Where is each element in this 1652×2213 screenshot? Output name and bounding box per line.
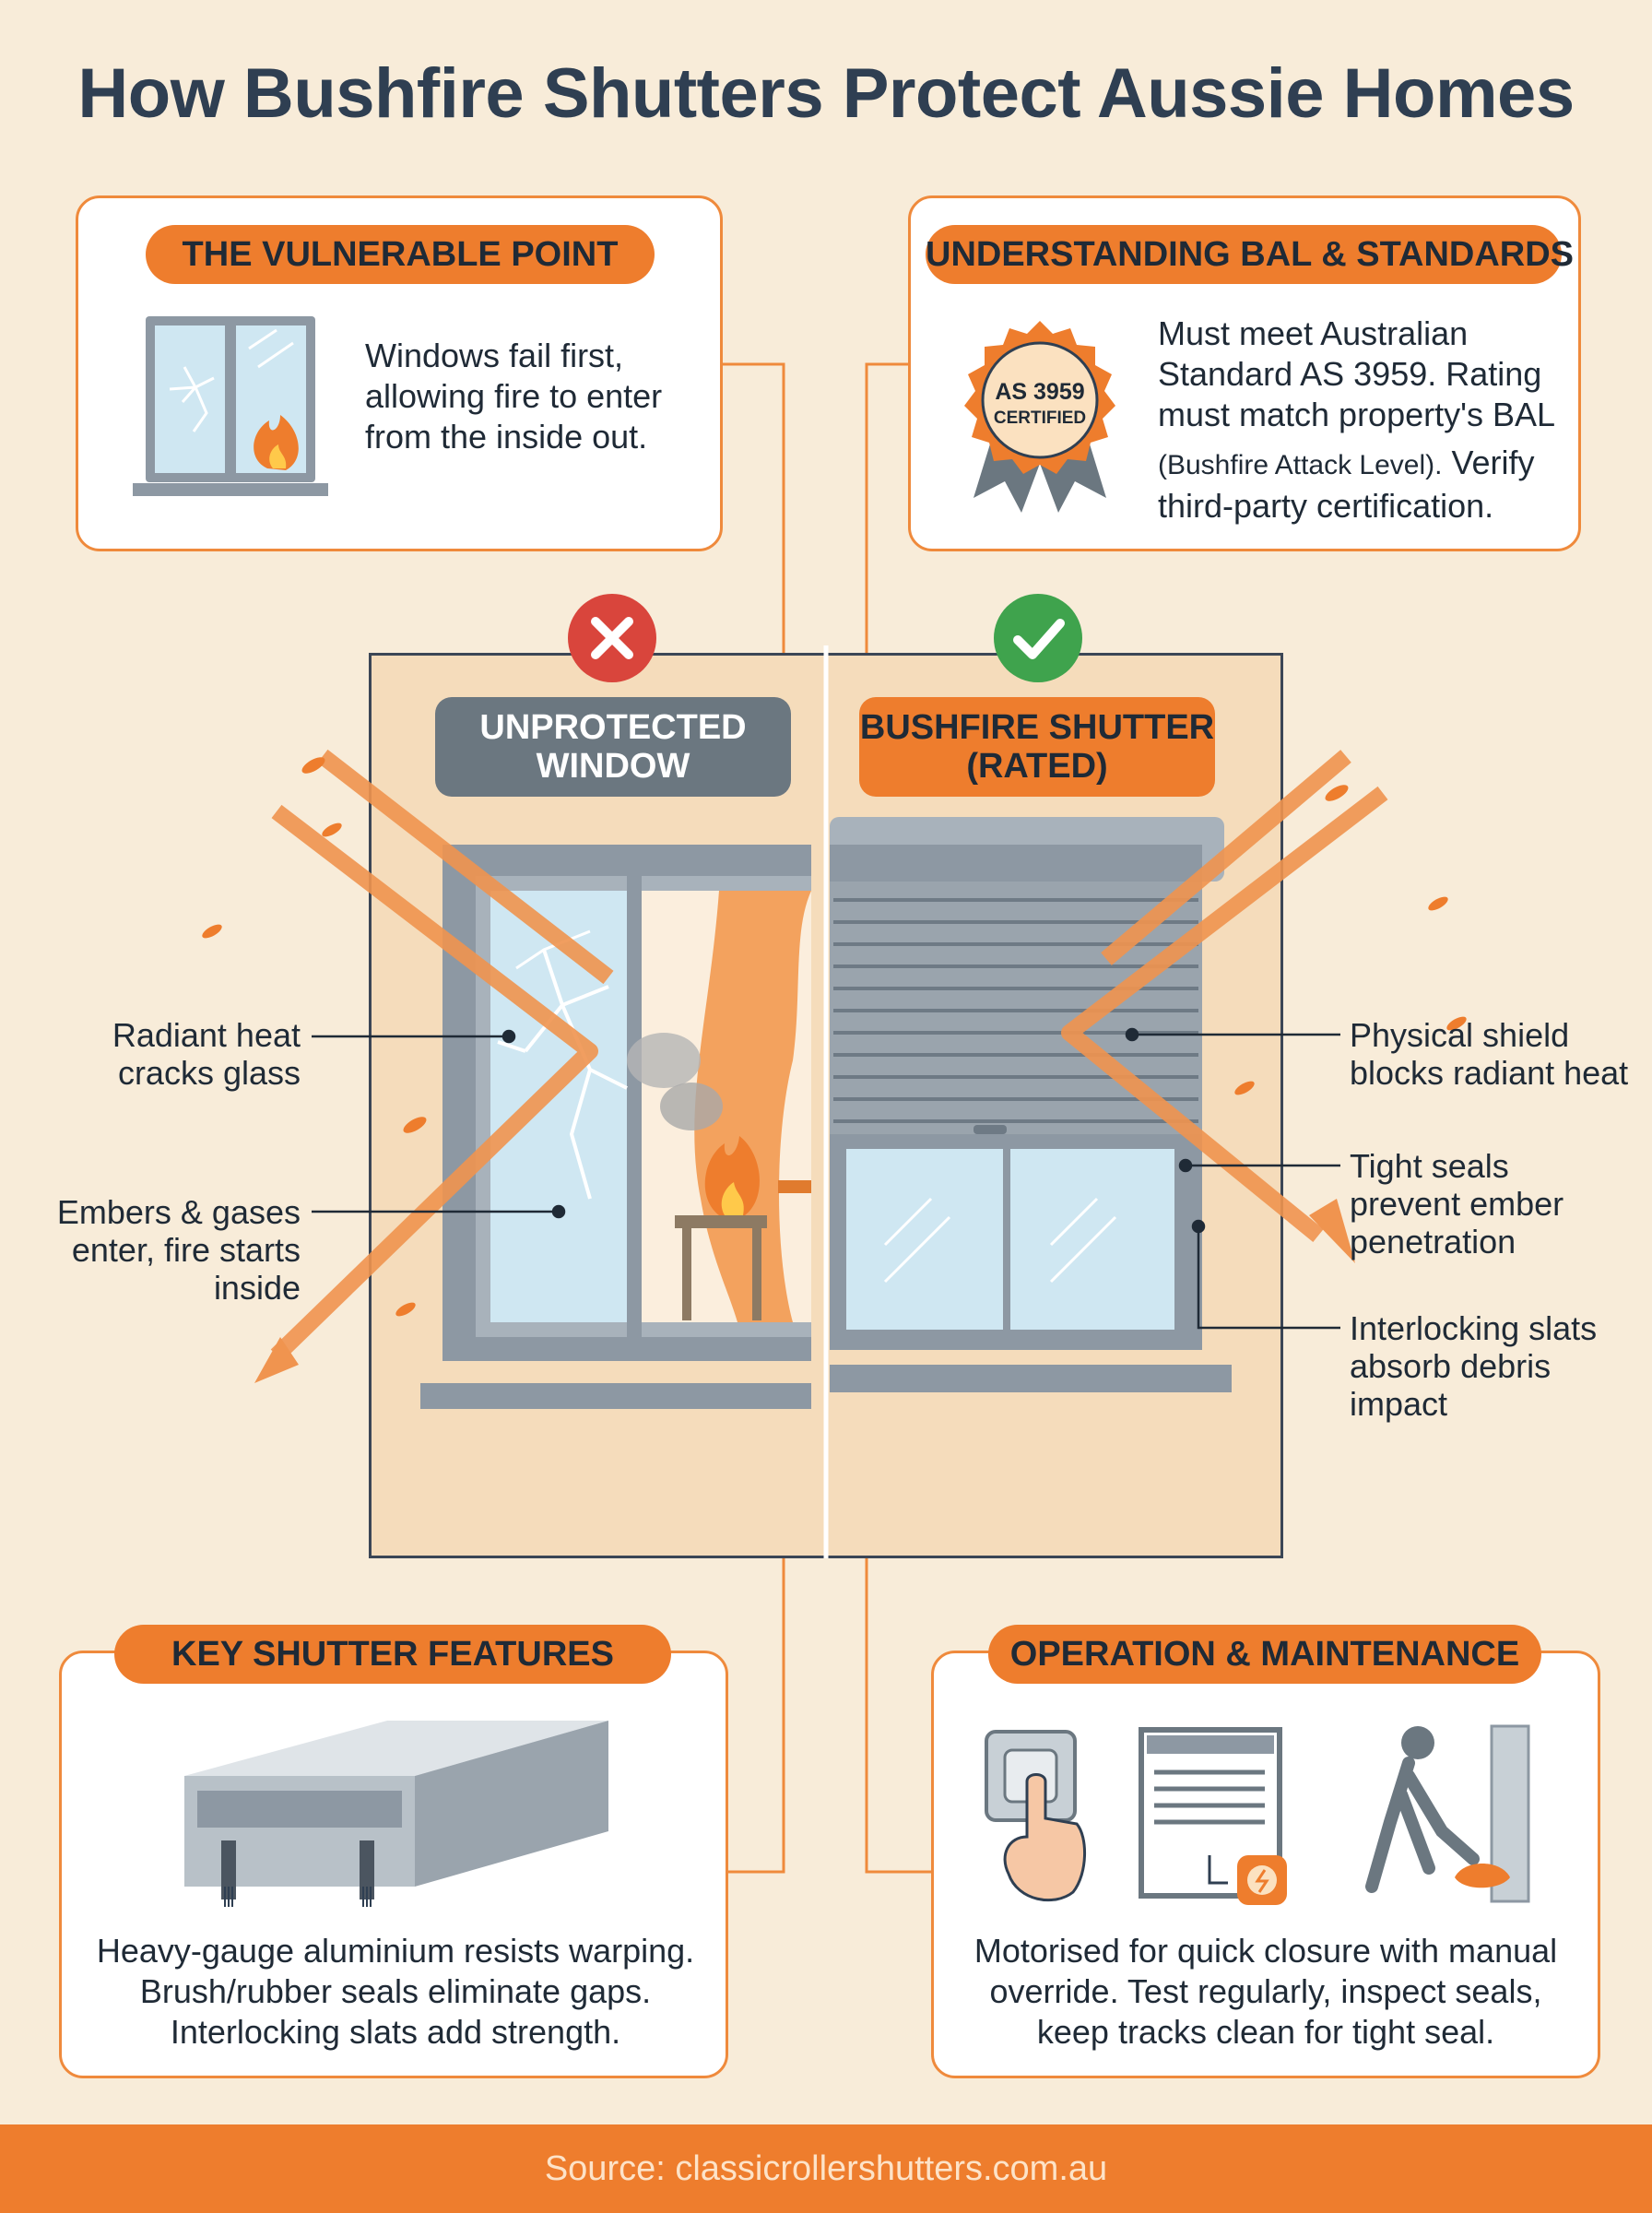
cross-icon	[568, 594, 656, 682]
standards-text-line-5: third-party certification.	[1158, 487, 1494, 525]
standards-text: Must meet Australian Standard AS 3959. R…	[1158, 314, 1564, 527]
unprotected-window-label: UNPROTECTED WINDOW	[435, 697, 791, 797]
features-line-1: Heavy-gauge aluminium resists warping.	[96, 1932, 695, 1970]
interlocking-line-3: impact	[1350, 1385, 1448, 1423]
vulnerable-point-text: Windows fail first, allowing fire to ent…	[365, 336, 697, 457]
operation-line-1: Motorised for quick closure with manual	[974, 1932, 1558, 1970]
embers-line-2: enter, fire starts	[71, 1231, 301, 1269]
unprotected-label-line-1: UNPROTECTED	[479, 708, 747, 747]
tight-seals-line-1: Tight seals	[1350, 1147, 1509, 1185]
standards-text-line-2: Standard AS 3959. Rating	[1158, 355, 1542, 393]
vulnerable-point-heading: THE VULNERABLE POINT	[146, 225, 655, 284]
radiant-heat-callout: Radiant heat cracks glass	[55, 1016, 301, 1092]
source-footer: Source: classicrollershutters.com.au	[0, 2124, 1652, 2213]
comparison-divider	[823, 645, 829, 1558]
standards-text-line-3: must match property's BAL	[1158, 396, 1556, 433]
operation-text: Motorised for quick closure with manual …	[950, 1931, 1582, 2053]
radiant-heat-line-2: cracks glass	[117, 1054, 301, 1092]
embers-line-3: inside	[213, 1269, 301, 1307]
wall-switch-icon	[985, 1730, 1086, 1902]
tight-seals-line-3: penetration	[1350, 1223, 1516, 1260]
physical-shield-line-1: Physical shield	[1350, 1016, 1570, 1054]
aluminium-profile-icon	[184, 1721, 608, 1907]
unprotected-window-illustration	[420, 845, 811, 1409]
operation-line-2: override. Test regularly, inspect seals,	[989, 1972, 1542, 2010]
shutter-label-line-2: (RATED)	[966, 747, 1108, 786]
physical-shield-callout: Physical shield blocks radiant heat	[1350, 1016, 1645, 1092]
unprotected-label-line-2: WINDOW	[536, 747, 690, 786]
interlocking-slats-callout: Interlocking slats absorb debris impact	[1350, 1309, 1645, 1423]
standards-heading: UNDERSTANDING BAL & STANDARDS	[926, 225, 1574, 284]
badge-line-2: CERTIFIED	[994, 408, 1086, 428]
motorised-shutter-icon	[1139, 1727, 1287, 1905]
standards-text-small: (Bushfire Attack Level).	[1158, 450, 1443, 480]
shutter-label-line-1: BUSHFIRE SHUTTER	[859, 708, 1215, 747]
embers-callout: Embers & gases enter, fire starts inside	[28, 1193, 301, 1307]
physical-shield-line-2: blocks radiant heat	[1350, 1054, 1629, 1092]
operation-heading: OPERATION & MAINTENANCE	[988, 1625, 1541, 1684]
radiant-heat-line-1: Radiant heat	[112, 1016, 301, 1054]
features-line-2: Brush/rubber seals eliminate gaps.	[139, 1972, 652, 2010]
vulnerable-text-line-1: Windows fail first,	[365, 337, 624, 374]
broken-window-icon	[133, 316, 328, 496]
features-text: Heavy-gauge aluminium resists warping. B…	[77, 1931, 714, 2053]
interlocking-line-1: Interlocking slats	[1350, 1309, 1598, 1347]
badge-line-1: AS 3959	[995, 379, 1084, 405]
features-heading: KEY SHUTTER FEATURES	[114, 1625, 671, 1684]
cleaning-tracks-icon	[1365, 1724, 1530, 1903]
tight-seals-line-2: prevent ember	[1350, 1185, 1564, 1223]
features-line-3: Interlocking slats add strength.	[170, 2013, 621, 2051]
standards-text-line-1: Must meet Australian	[1158, 314, 1469, 352]
check-icon	[994, 594, 1082, 682]
page-title: How Bushfire Shutters Protect Aussie Hom…	[77, 54, 1575, 133]
standards-text-tail: Verify	[1442, 444, 1535, 481]
interlocking-line-2: absorb debris	[1350, 1347, 1552, 1385]
certified-badge-icon: AS 3959 CERTIFIED	[964, 321, 1115, 513]
operation-line-3: keep tracks clean for tight seal.	[1036, 2013, 1495, 2051]
tight-seals-callout: Tight seals prevent ember penetration	[1350, 1147, 1645, 1260]
vulnerable-text-line-2: allowing fire to enter	[365, 377, 663, 415]
embers-line-1: Embers & gases	[56, 1193, 301, 1231]
vulnerable-text-line-3: from the inside out.	[365, 418, 648, 456]
bushfire-shutter-label: BUSHFIRE SHUTTER (RATED)	[859, 697, 1215, 797]
